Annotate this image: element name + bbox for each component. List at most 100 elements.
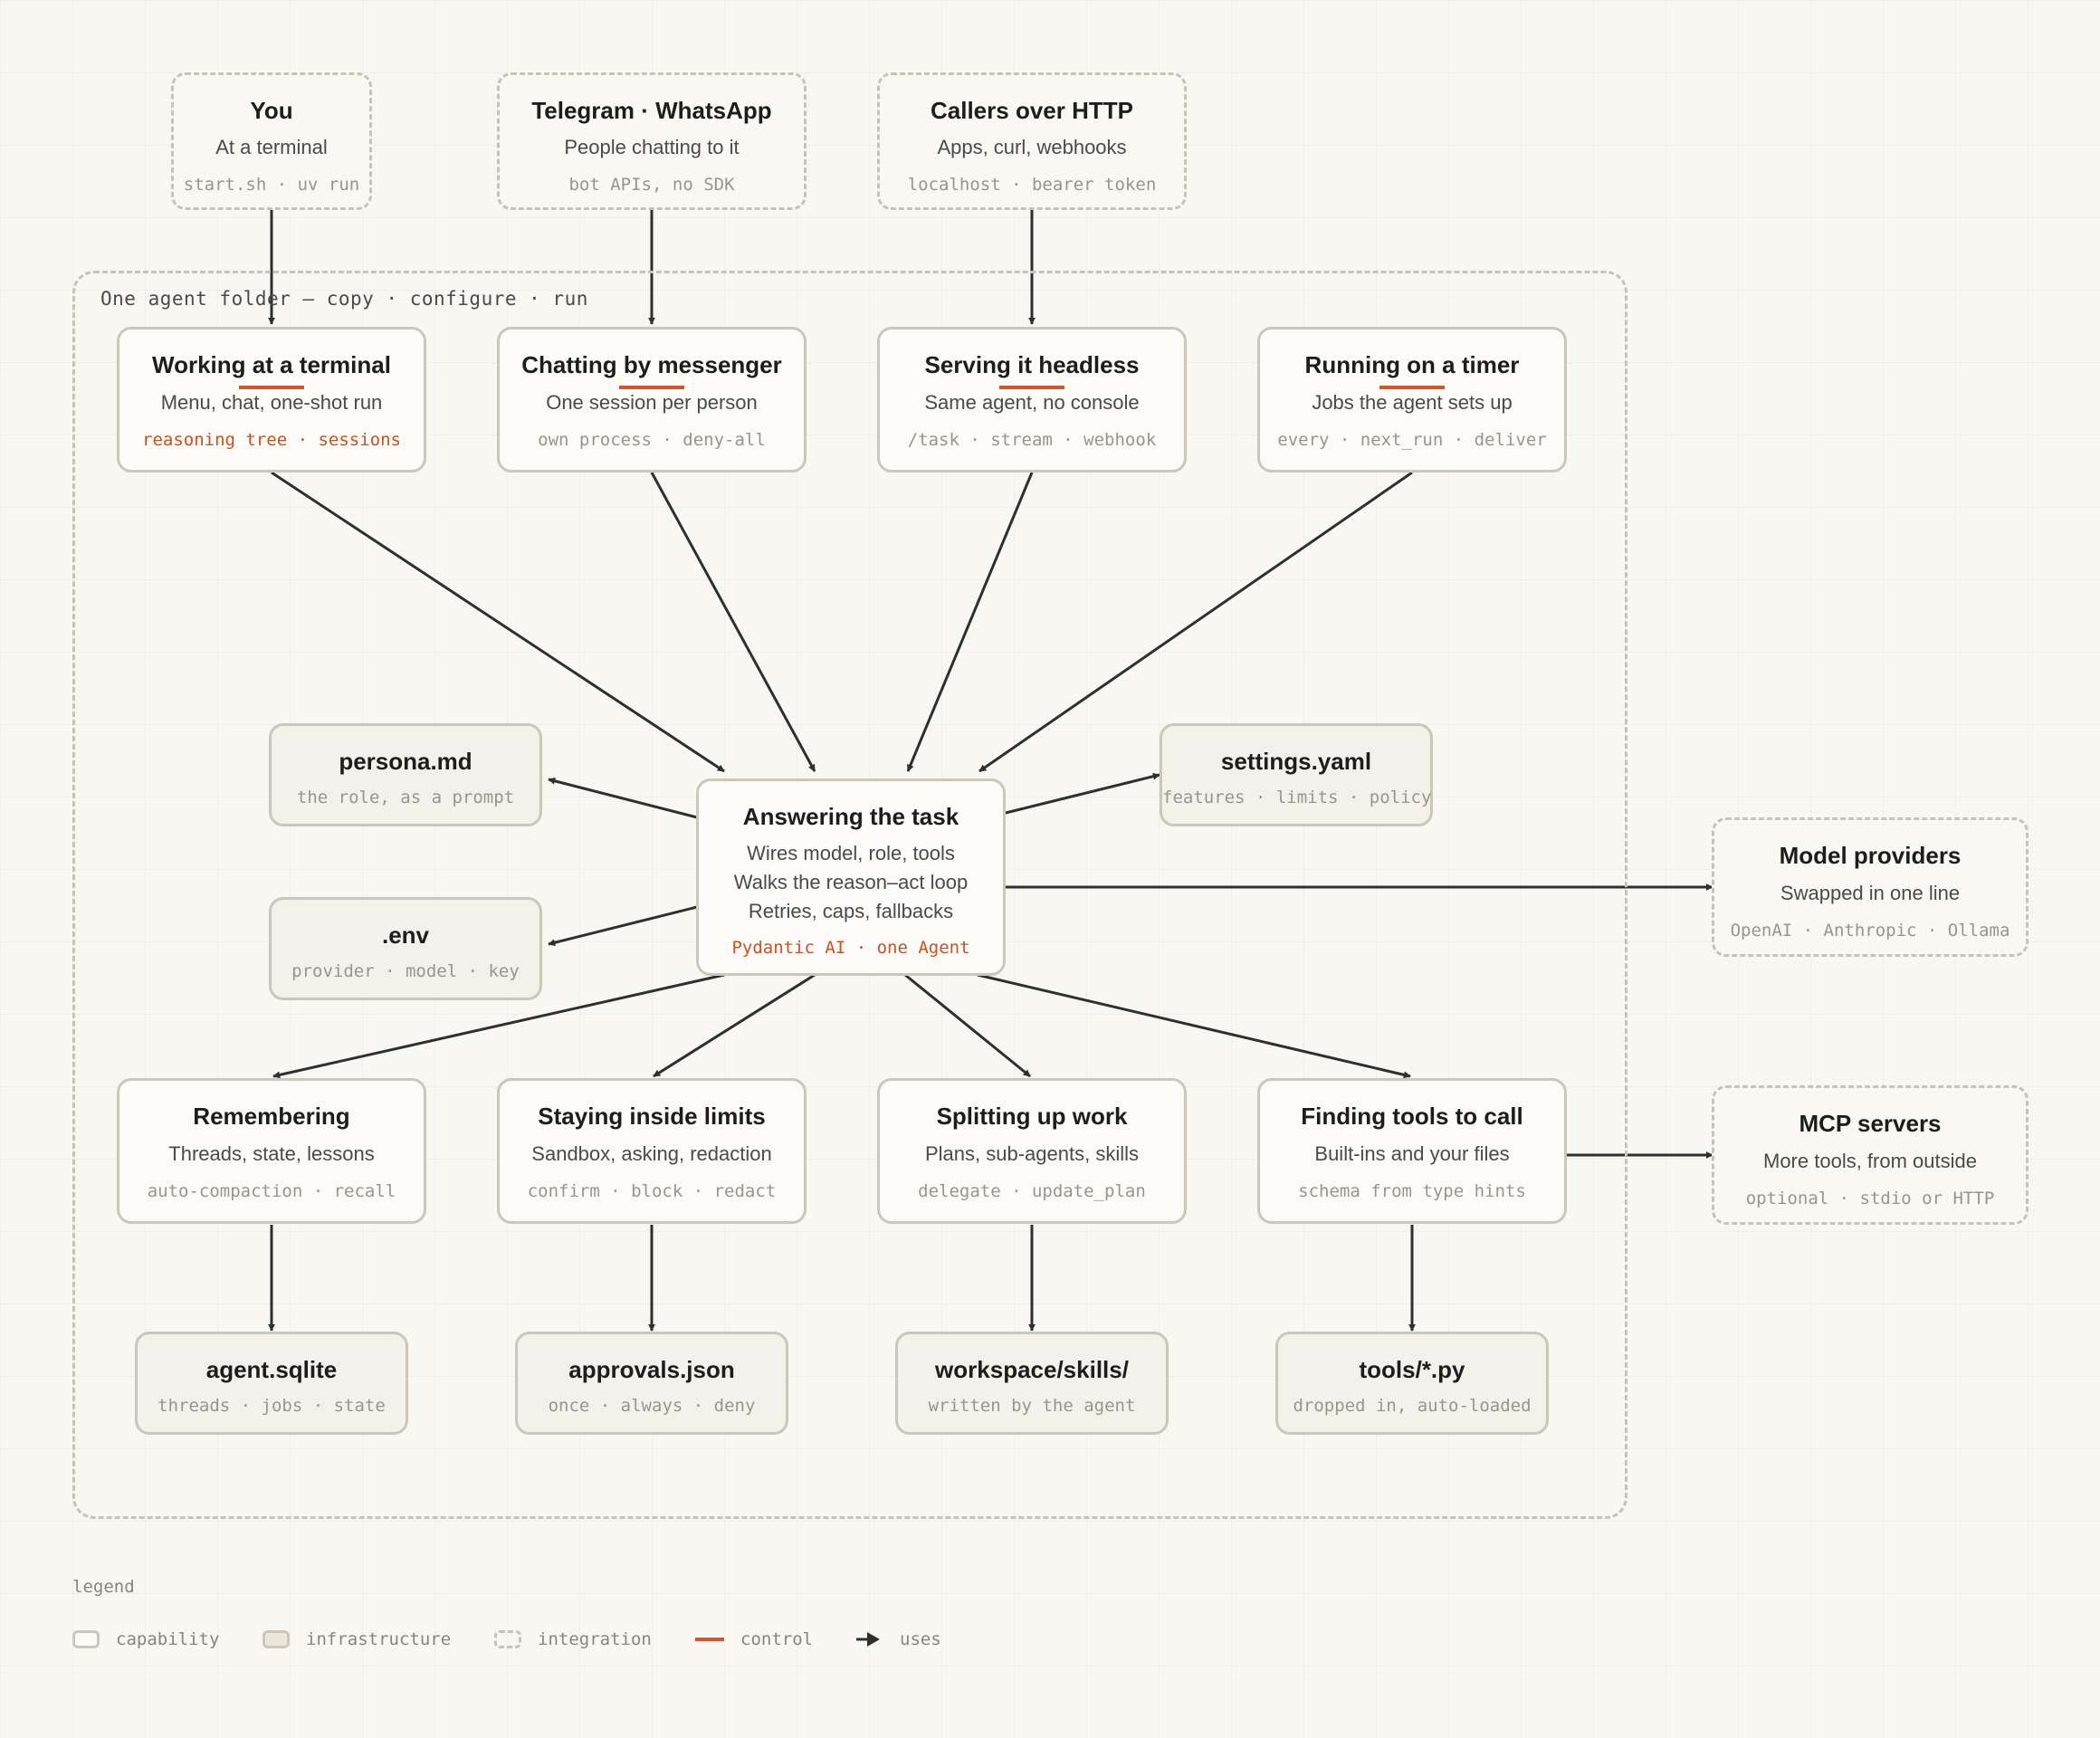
node-title: workspace/skills/ [935, 1356, 1129, 1383]
config-env[interactable]: .env provider · model · key [269, 897, 542, 1000]
control-marker [239, 386, 304, 389]
config-persona[interactable]: persona.md the role, as a prompt [269, 723, 542, 826]
legend-infrastructure: infrastructure [262, 1628, 451, 1650]
node-subtitle: Menu, chat, one-shot run [160, 391, 383, 414]
node-meta: confirm · block · redact [527, 1181, 777, 1201]
node-subtitle: One session per person [546, 391, 758, 414]
node-meta: auto-compaction · recall [147, 1181, 396, 1201]
legend-control: control [695, 1628, 813, 1650]
node-title: approvals.json [568, 1356, 735, 1383]
node-subtitle: Jobs the agent sets up [1312, 391, 1513, 414]
legend-label: capability [116, 1629, 220, 1649]
node-meta: bot APIs, no SDK [568, 175, 735, 195]
source-you[interactable]: You At a terminal start.sh · uv run [171, 72, 372, 210]
node-subtitle: Threads, state, lessons [168, 1142, 375, 1165]
edge-chat-core [650, 472, 816, 772]
legend-label: integration [538, 1629, 652, 1649]
node-meta: the role, as a prompt [296, 788, 515, 807]
store-sqlite[interactable]: agent.sqlite threads · jobs · state [135, 1332, 408, 1435]
capability-remembering[interactable]: Remembering Threads, state, lessons auto… [117, 1078, 426, 1224]
core-line-1: Wires model, role, tools [747, 842, 955, 864]
node-meta: written by the agent [928, 1396, 1136, 1416]
edge-timer-core [978, 471, 1413, 773]
node-title: Telegram · WhatsApp [531, 97, 772, 124]
core-agent[interactable]: Answering the task Wires model, role, to… [696, 778, 1006, 976]
node-meta: features · limits · policy [1162, 788, 1432, 807]
interface-headless[interactable]: Serving it headless Same agent, no conso… [877, 327, 1187, 473]
capability-splitting[interactable]: Splitting up work Plans, sub-agents, ski… [877, 1078, 1187, 1224]
core-line-2: Walks the reason–act loop [733, 871, 969, 893]
legend-integration: integration [494, 1628, 652, 1650]
interface-messenger[interactable]: Chatting by messenger One session per pe… [497, 327, 807, 473]
node-meta: delegate · update_plan [918, 1181, 1146, 1201]
core-line-3: Retries, caps, fallbacks [748, 900, 954, 922]
node-meta: schema from type hints [1298, 1181, 1526, 1201]
integration-swatch [494, 1630, 521, 1648]
node-meta: every · next_run · deliver [1277, 430, 1547, 450]
capability-limits[interactable]: Staying inside limits Sandbox, asking, r… [497, 1078, 807, 1224]
node-title: Chatting by messenger [521, 351, 782, 378]
legend-title: legend [72, 1577, 135, 1597]
edge-terminal-core [271, 471, 725, 773]
interface-terminal[interactable]: Working at a terminal Menu, chat, one-sh… [117, 327, 426, 473]
node-meta: Pydantic AI · one Agent [731, 938, 970, 958]
source-http[interactable]: Callers over HTTP Apps, curl, webhooks l… [877, 72, 1187, 210]
node-title: Answering the task [742, 803, 959, 830]
edge-core-settings [1005, 772, 1160, 815]
node-subtitle: More tools, from outside [1763, 1150, 1977, 1172]
external-model-providers[interactable]: Model providers Swapped in one line Open… [1712, 817, 2028, 957]
node-meta: dropped in, auto-loaded [1293, 1396, 1532, 1416]
node-title: You [250, 97, 293, 124]
infrastructure-swatch [262, 1630, 290, 1648]
node-title: tools/*.py [1359, 1356, 1465, 1383]
node-meta: optional · stdio or HTTP [1745, 1189, 1995, 1208]
store-tools[interactable]: tools/*.py dropped in, auto-loaded [1275, 1332, 1549, 1435]
control-marker [1379, 386, 1445, 389]
node-meta: once · always · deny [548, 1396, 756, 1416]
node-subtitle: People chatting to it [564, 136, 740, 158]
node-meta: /task · stream · webhook [907, 430, 1157, 450]
legend-label: uses [900, 1629, 941, 1649]
node-title: Model providers [1779, 842, 1962, 869]
frame-label: One agent folder — copy · configure · ru… [100, 288, 588, 310]
edge-core-remember [272, 973, 725, 1079]
interface-timer[interactable]: Running on a timer Jobs the agent sets u… [1257, 327, 1567, 473]
node-subtitle: Built-ins and your files [1314, 1142, 1510, 1165]
node-title: .env [381, 922, 430, 949]
control-swatch [695, 1638, 724, 1641]
node-subtitle: Sandbox, asking, redaction [531, 1142, 772, 1165]
node-title: Callers over HTTP [931, 97, 1133, 124]
node-title: MCP servers [1799, 1110, 1942, 1137]
edge-core-limits [653, 973, 816, 1078]
source-messenger[interactable]: Telegram · WhatsApp People chatting to i… [497, 72, 807, 210]
edge-headless-core [906, 472, 1034, 772]
node-meta: start.sh · uv run [183, 175, 360, 195]
node-meta: OpenAI · Anthropic · Ollama [1730, 921, 2010, 941]
node-subtitle: Plans, sub-agents, skills [925, 1142, 1139, 1165]
node-title: Serving it headless [924, 351, 1140, 378]
node-meta: reasoning tree · sessions [142, 430, 401, 450]
node-subtitle: Same agent, no console [924, 391, 1140, 414]
edge-core-split [904, 973, 1031, 1078]
node-title: persona.md [339, 748, 472, 775]
node-title: settings.yaml [1220, 748, 1372, 775]
node-meta: localhost · bearer token [907, 175, 1157, 195]
node-meta: own process · deny-all [538, 430, 766, 450]
capability-tools[interactable]: Finding tools to call Built-ins and your… [1257, 1078, 1567, 1224]
legend-label: infrastructure [306, 1629, 452, 1649]
store-skills[interactable]: workspace/skills/ written by the agent [895, 1332, 1169, 1435]
node-meta: threads · jobs · state [158, 1396, 386, 1416]
node-meta: provider · model · key [291, 961, 520, 981]
node-title: Remembering [193, 1103, 350, 1130]
control-marker [619, 386, 684, 389]
arrow-icon [856, 1632, 880, 1647]
config-settings[interactable]: settings.yaml features · limits · policy [1160, 723, 1433, 826]
legend-label: control [740, 1629, 814, 1649]
edge-core-persona [548, 777, 698, 819]
legend-uses: uses [854, 1628, 941, 1650]
edge-core-env [548, 905, 698, 947]
node-title: agent.sqlite [205, 1356, 338, 1383]
store-approvals[interactable]: approvals.json once · always · deny [515, 1332, 788, 1435]
external-mcp-servers[interactable]: MCP servers More tools, from outside opt… [1712, 1085, 2028, 1225]
